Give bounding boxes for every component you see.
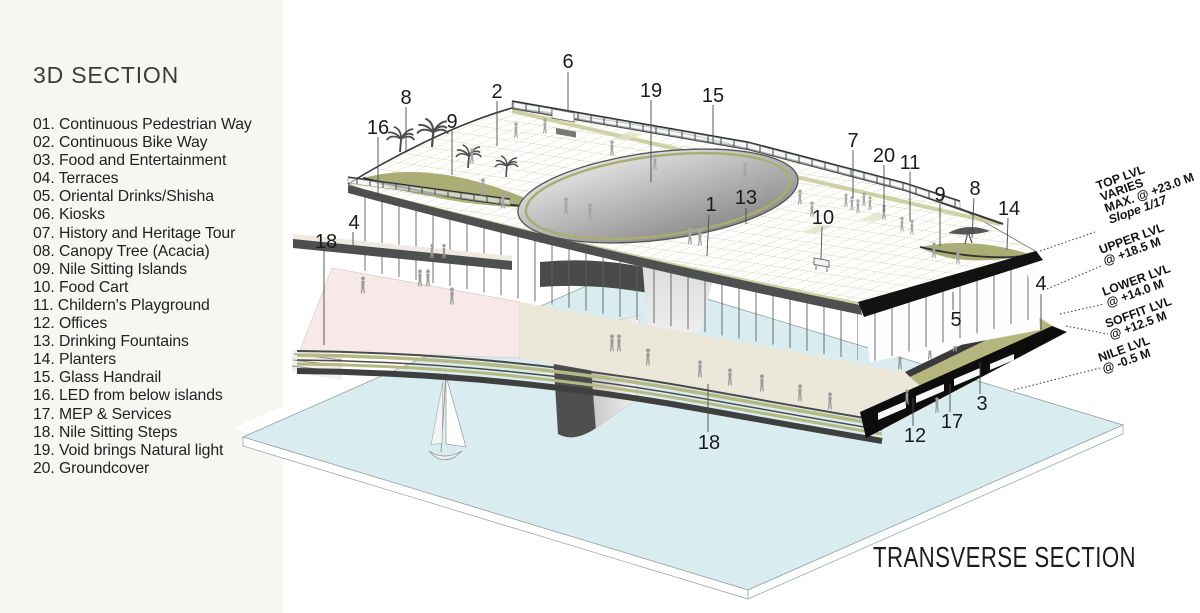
legend-item: 20. Groundcover	[33, 459, 150, 477]
legend-item: 01. Continuous Pedestrian Way	[33, 116, 252, 133]
callout-numbers: 6 2 8 16 9 19 15 7 20 11 13 1 10 9 8 14 …	[315, 51, 1047, 454]
callout-label: 10	[812, 207, 834, 229]
legend-item: 12. Offices	[33, 315, 108, 333]
level-label-nile: NILE LVL @ -0.5 M	[1096, 332, 1158, 376]
roof-deck	[347, 106, 1043, 317]
legend-panel: 3D SECTION 01. Continuous Pedestrian Way…	[0, 0, 283, 613]
level-annotations: TOP LVL VARIES MAX. @ +23.0 M Slope 1/17…	[1094, 146, 1200, 376]
legend-item: 10. Food Cart	[33, 278, 129, 296]
callout-label: 18	[698, 432, 720, 454]
callout-label: 19	[640, 80, 662, 102]
callout-label: 11	[900, 152, 921, 174]
callout-label: 7	[847, 130, 858, 152]
callout-label: 3	[976, 393, 987, 415]
callout-label: 14	[998, 198, 1020, 220]
legend-item: 17. MEP & Services	[33, 405, 172, 423]
callout-label: 20	[873, 145, 895, 167]
food-cart	[813, 257, 830, 272]
legend-item: 03. Food and Entertainment	[33, 152, 227, 170]
callout-label: 1	[705, 194, 716, 216]
callout-label: 5	[950, 309, 961, 331]
legend-item: 16. LED from below islands	[33, 387, 223, 405]
callout-label: 8	[969, 178, 980, 200]
callout-label: 2	[491, 81, 502, 103]
legend-item: 06. Kiosks	[33, 206, 105, 224]
kiosk	[551, 108, 576, 138]
legend-item: 11. Childern's Playground	[33, 296, 210, 314]
legend-item: 14. Planters	[33, 351, 117, 369]
section-title: TRANSVERSE SECTION	[873, 542, 1136, 574]
callout-label: 9	[446, 111, 457, 133]
callout-label: 9	[934, 184, 945, 206]
callout-label: 16	[367, 117, 389, 139]
callout-label: 13	[735, 187, 757, 209]
terrace-band	[293, 234, 512, 270]
legend-item: 04. Terraces	[33, 170, 119, 188]
legend-item: 05. Oriental Drinks/Shisha	[33, 188, 214, 206]
page-title: 3D SECTION	[33, 62, 180, 88]
legend-list: 01. Continuous Pedestrian Way 02. Contin…	[33, 116, 283, 478]
callout-label: 17	[941, 411, 963, 433]
legend-item: 09. Nile Sitting Islands	[33, 260, 187, 278]
soffit-windows	[878, 354, 1014, 420]
legend-item: 19. Void brings Natural light	[33, 441, 224, 459]
callout-leaders	[323, 72, 1042, 432]
sailboat-icon	[428, 372, 467, 461]
acacia-tree-icon	[948, 226, 990, 245]
level-leaders	[1013, 231, 1109, 391]
callout-label: 12	[904, 425, 926, 447]
lower-deck	[291, 267, 1067, 444]
glass-mullions	[350, 186, 1040, 362]
callout-label: 15	[702, 85, 724, 107]
callout-label: 18	[315, 231, 337, 253]
legend-item: 15. Glass Handrail	[33, 369, 162, 387]
callout-label: 4	[348, 212, 359, 234]
legend-item: 07. History and Heritage Tour	[33, 224, 236, 242]
legend-item: 02. Continuous Bike Way	[33, 134, 208, 152]
callout-label: 6	[562, 51, 573, 73]
callout-label: 8	[400, 87, 411, 109]
legend-item: 18. Nile Sitting Steps	[33, 423, 178, 441]
callout-label: 4	[1035, 273, 1046, 295]
level-label-top: TOP LVL VARIES MAX. @ +23.0 M Slope 1/17	[1094, 146, 1200, 226]
legend-item: 08. Canopy Tree (Acacia)	[33, 242, 210, 260]
legend-item: 13. Drinking Fountains	[33, 333, 189, 351]
level-label-upper: UPPER LVL @ +18.5 M	[1097, 219, 1173, 268]
